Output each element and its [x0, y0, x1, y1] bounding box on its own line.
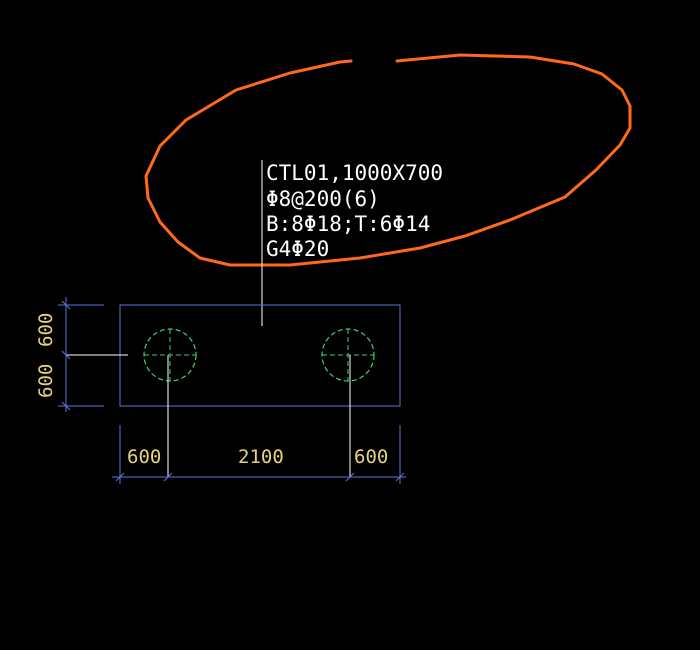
vdim-tick-mid: [61, 350, 71, 360]
vdim-label-upper: 600: [35, 313, 57, 347]
hdim-label-middle: 2100: [238, 446, 284, 468]
vdim-label-lower: 600: [35, 364, 57, 398]
hdim-tick-1: [115, 472, 125, 482]
cap-note-line-3: B:8Φ18;T:6Φ14: [266, 212, 430, 236]
markup-cloud: [144, 53, 632, 267]
pile-right: [321, 328, 375, 382]
hdim-tick-4: [395, 472, 405, 482]
pile-left: [143, 328, 197, 382]
vertical-dimension-chain: 600 600: [35, 297, 104, 412]
hdim-label-left: 600: [127, 446, 161, 468]
vdim-tick-top: [61, 300, 71, 310]
cap-note-line-4: G4Φ20: [266, 237, 329, 261]
cap-note-line-1: CTL01,1000X700: [266, 161, 443, 185]
vdim-tick-bottom: [61, 401, 71, 411]
cap-note-line-2: Φ8@200(6): [266, 187, 380, 211]
hdim-tick-2: [163, 472, 173, 482]
hdim-tick-3: [345, 472, 355, 482]
cap-note: CTL01,1000X700 Φ8@200(6) B:8Φ18;T:6Φ14 G…: [266, 161, 443, 261]
horizontal-dimension-chain: 600 2100 600: [112, 425, 406, 484]
hdim-label-right: 600: [354, 446, 388, 468]
